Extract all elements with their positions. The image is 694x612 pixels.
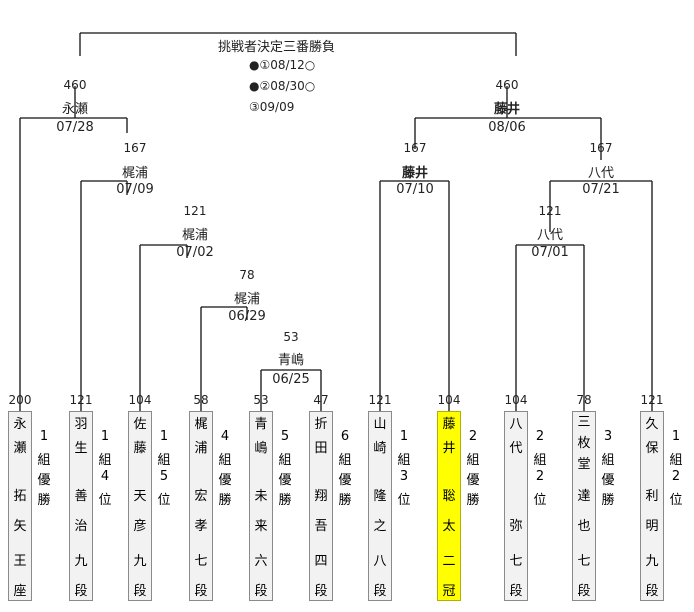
m_aoshima-seed: 53 xyxy=(283,330,299,344)
player-seed: 121 xyxy=(640,393,664,407)
player-box: 折田翔吾四段 xyxy=(309,411,333,601)
m_yashiro1-winner: 八代 xyxy=(536,227,564,243)
m_fujii1-date: 07/10 xyxy=(396,181,434,197)
player-box: 藤井聡太二冠 xyxy=(437,411,461,601)
player-seed: 121 xyxy=(69,393,93,407)
final-game-3: ③09/09 xyxy=(249,100,295,114)
player-box: 永瀬拓矢王座 xyxy=(8,411,32,601)
player-box: 山崎隆之八段 xyxy=(368,411,392,601)
player-seed: 200 xyxy=(8,393,32,407)
m_aoshima-date: 06/25 xyxy=(272,371,310,387)
m_fujii1-seed: 167 xyxy=(403,141,427,155)
m_yashiro2-date: 07/21 xyxy=(582,181,620,197)
m_kajiura2-seed: 121 xyxy=(183,204,207,218)
m_kajiura2-winner: 梶浦 xyxy=(181,227,209,243)
player-seed: 104 xyxy=(437,393,461,407)
player-seed: 47 xyxy=(313,393,329,407)
final-title: 挑戦者決定三番勝負 xyxy=(218,40,336,55)
player-box: 佐藤天彦九段 xyxy=(128,411,152,601)
m_kajiura1-seed: 78 xyxy=(239,268,255,282)
m_yashiro1-date: 07/01 xyxy=(531,244,569,260)
m_yashiro2-winner: 八代 xyxy=(587,165,615,181)
m_kajiura3-seed: 167 xyxy=(123,141,147,155)
m_nagase-winner: 永瀬 xyxy=(61,101,89,117)
player-box: 梶浦宏孝七段 xyxy=(189,411,213,601)
player-box: 久保利明九段 xyxy=(640,411,664,601)
player-box: 八代弥七段 xyxy=(504,411,528,601)
m_nagase-date: 07/28 xyxy=(56,119,94,135)
m_yashiro2-seed: 167 xyxy=(589,141,613,155)
m_kajiura1-date: 06/29 xyxy=(228,308,266,324)
player-box: 青嶋未来六段 xyxy=(249,411,273,601)
m_fujii2-date: 08/06 xyxy=(488,119,526,135)
m_kajiura2-date: 07/02 xyxy=(176,244,214,260)
player-seed: 104 xyxy=(504,393,528,407)
player-seed: 58 xyxy=(193,393,209,407)
m_aoshima-winner: 青嶋 xyxy=(277,352,305,368)
player-seed: 104 xyxy=(128,393,152,407)
m_kajiura3-winner: 梶浦 xyxy=(121,165,149,181)
player-seed: 121 xyxy=(368,393,392,407)
m_fujii2-winner: 藤井 xyxy=(493,101,521,117)
m_yashiro1-seed: 121 xyxy=(538,204,562,218)
m_kajiura1-winner: 梶浦 xyxy=(233,291,261,307)
player-box: 三枚堂達也七段 xyxy=(572,411,596,601)
player-seed: 78 xyxy=(576,393,592,407)
m_fujii1-winner: 藤井 xyxy=(401,165,429,181)
final-game-2: ●②08/30○ xyxy=(249,79,316,93)
m_nagase-seed: 460 xyxy=(63,78,87,92)
player-box: 羽生善治九段 xyxy=(69,411,93,601)
m_kajiura3-date: 07/09 xyxy=(116,181,154,197)
player-seed: 53 xyxy=(253,393,269,407)
m_fujii2-seed: 460 xyxy=(495,78,519,92)
final-game-1: ●①08/12○ xyxy=(249,58,316,72)
